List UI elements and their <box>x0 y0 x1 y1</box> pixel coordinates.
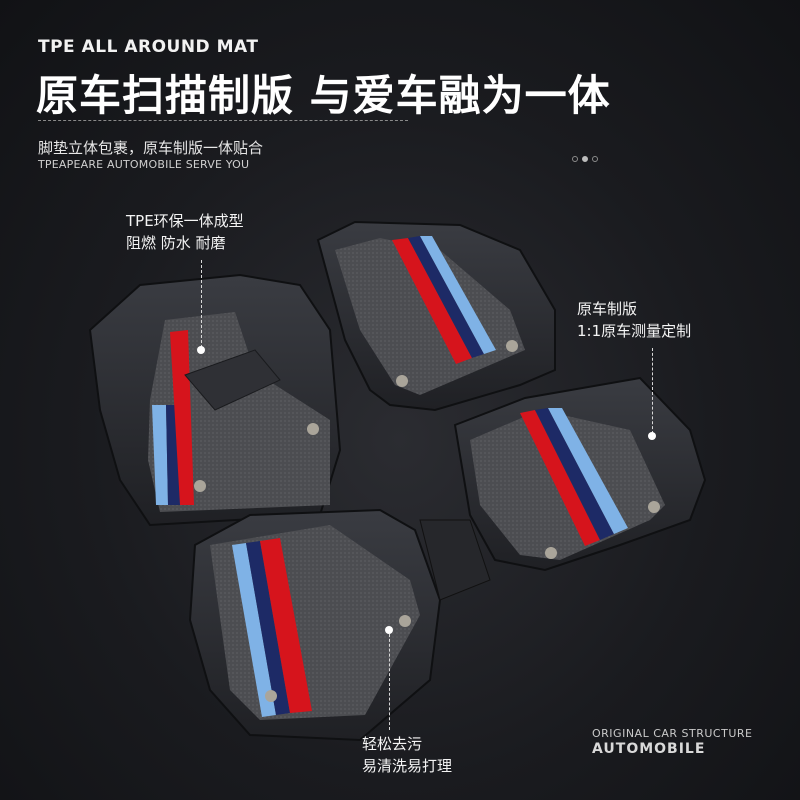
callout-fit-line2: 1:1原车测量定制 <box>577 322 692 340</box>
divider <box>38 120 408 121</box>
callout-tpe-line2: 阻燃 防水 耐磨 <box>126 234 226 252</box>
callout-tpe-line1: TPE环保一体成型 <box>126 212 244 230</box>
callout-fit-line1: 原车制版 <box>577 300 638 318</box>
tagline: TPEAPEARE AUTOMOBILE SERVE YOU <box>38 158 250 171</box>
front-left-mat <box>88 273 342 527</box>
callout-fit-leader <box>652 348 653 434</box>
callout-clean-line2: 易清洗易打理 <box>362 757 453 775</box>
carousel-dots[interactable] <box>572 156 598 162</box>
eyebrow-heading: TPE ALL AROUND MAT <box>38 37 259 57</box>
callout-clean-leader <box>389 634 390 730</box>
brand-line1: ORIGINAL CAR STRUCTURE <box>592 727 753 740</box>
headline: 原车扫描制版 与爱车融为一体 <box>36 71 611 120</box>
callout-tpe: TPE环保一体成型 阻燃 防水 耐磨 <box>126 210 244 254</box>
brand-line2: AUTOMOBILE <box>592 741 706 757</box>
callout-fit: 原车制版 1:1原车测量定制 <box>577 298 691 342</box>
rear-right-mat <box>453 376 707 572</box>
callout-tpe-leader <box>201 260 202 348</box>
carousel-dot-active[interactable] <box>582 156 588 162</box>
callout-clean-line1: 轻松去污 <box>362 735 423 753</box>
callout-clean-pin <box>385 626 393 634</box>
callout-clean: 轻松去污 易清洗易打理 <box>362 733 452 777</box>
subtitle: 脚垫立体包裹，原车制版一体贴合 <box>38 139 264 157</box>
front-right-mat <box>316 220 556 412</box>
carousel-dot[interactable] <box>572 156 578 162</box>
callout-fit-pin <box>648 432 656 440</box>
callout-tpe-pin <box>197 346 205 354</box>
rear-left-mat <box>188 508 491 742</box>
carousel-dot[interactable] <box>592 156 598 162</box>
